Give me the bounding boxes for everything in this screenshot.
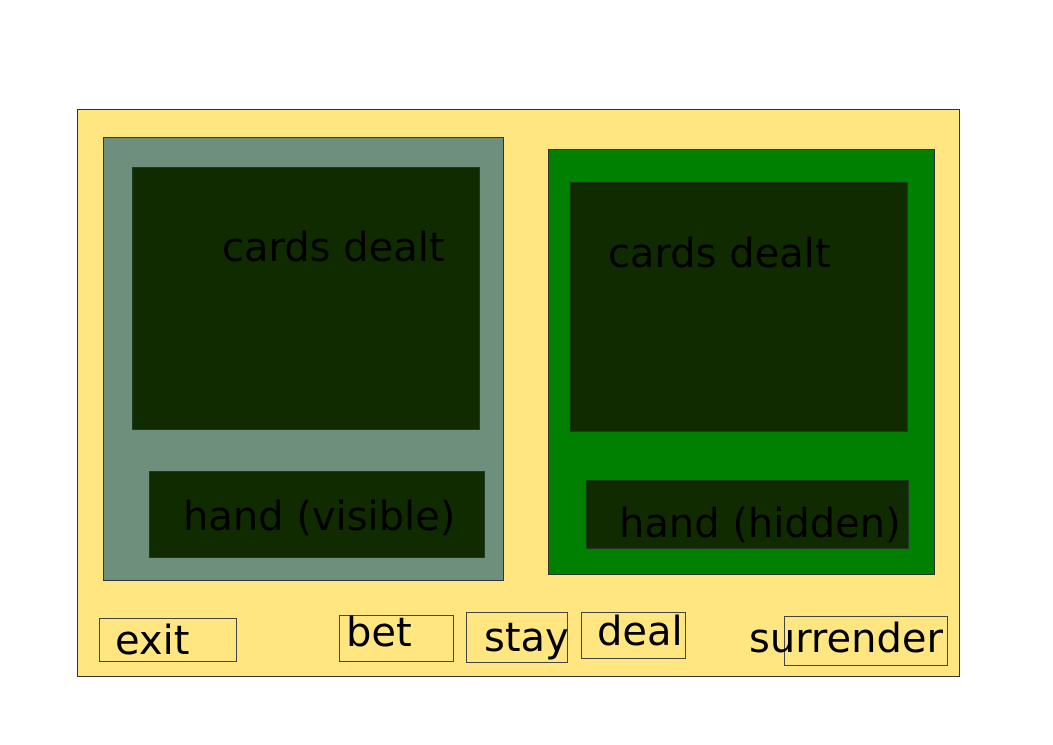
bet-button[interactable] — [339, 615, 454, 662]
deal-button-label[interactable]: deal — [597, 609, 683, 655]
deal-button[interactable] — [581, 612, 686, 659]
player-cards-area — [570, 182, 908, 432]
stay-button[interactable] — [466, 612, 568, 663]
exit-button-label[interactable]: exit — [115, 618, 190, 664]
dealer-hand-area — [149, 471, 485, 558]
surrender-button[interactable] — [784, 616, 948, 666]
bet-button-label[interactable]: bet — [346, 610, 412, 656]
dealer-hand-label: hand (visible) — [183, 494, 456, 540]
dealer-cards-area — [132, 167, 480, 430]
player-cards-label: cards dealt — [608, 231, 831, 277]
player-hand-area — [586, 480, 909, 549]
stay-button-label[interactable]: stay — [484, 615, 569, 661]
exit-button[interactable] — [99, 618, 237, 662]
dealer-cards-label: cards dealt — [222, 225, 445, 271]
surrender-button-label[interactable]: surrender — [749, 616, 943, 662]
player-hand-label: hand (hidden) — [619, 501, 901, 547]
